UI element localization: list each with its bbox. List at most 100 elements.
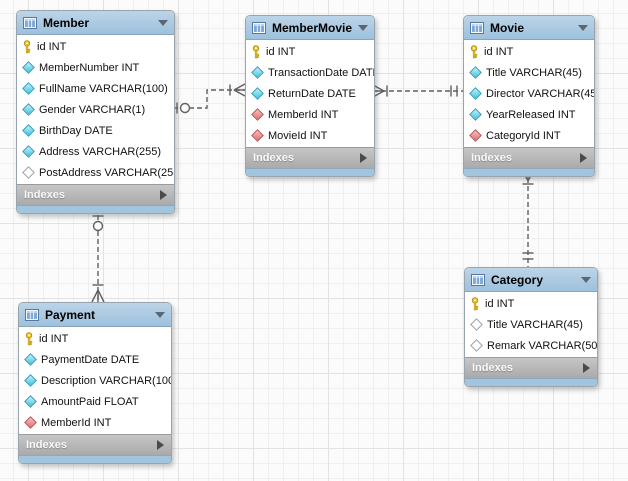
- column-row[interactable]: id INT: [464, 41, 594, 62]
- collapse-arrow-icon[interactable]: [578, 24, 588, 31]
- column-label: MovieId INT: [268, 129, 328, 142]
- relationship-member-to-payment[interactable]: [91, 207, 105, 303]
- column-row[interactable]: BirthDay DATE: [17, 120, 174, 141]
- column-row[interactable]: AmountPaid FLOAT: [19, 391, 171, 412]
- indexes-row[interactable]: Indexes: [464, 147, 594, 168]
- column-row[interactable]: Title VARCHAR(45): [465, 314, 597, 335]
- column-label: Remark VARCHAR(500): [487, 339, 598, 352]
- column-row[interactable]: Address VARCHAR(255): [17, 141, 174, 162]
- primary-key-icon: [22, 39, 33, 54]
- column-row[interactable]: id INT: [19, 328, 171, 349]
- column-icon: [24, 395, 37, 408]
- indexes-label: Indexes: [24, 189, 65, 201]
- expand-arrow-icon[interactable]: [160, 190, 167, 200]
- column-row[interactable]: Title VARCHAR(45): [464, 62, 594, 83]
- column-row[interactable]: MemberId INT: [19, 412, 171, 433]
- column-label: Gender VARCHAR(1): [39, 103, 146, 116]
- table-header-member[interactable]: Member: [17, 11, 174, 35]
- table-member[interactable]: Member id INT MemberNumber INT FullName …: [16, 10, 175, 214]
- column-label: AmountPaid FLOAT: [41, 395, 139, 408]
- column-label: MemberId INT: [268, 108, 339, 121]
- table-payment[interactable]: Payment id INT PaymentDate DATE Descript…: [18, 302, 172, 464]
- indexes-row[interactable]: Indexes: [17, 184, 174, 205]
- indexes-row[interactable]: Indexes: [19, 434, 171, 455]
- column-label: CategoryId INT: [486, 129, 561, 142]
- table-membermovie[interactable]: MemberMovie id INT TransactionDate DATE …: [245, 15, 375, 177]
- column-label: id INT: [484, 45, 514, 58]
- table-footer: [17, 205, 174, 213]
- column-row[interactable]: PostAddress VARCHAR(255): [17, 162, 174, 183]
- table-movie[interactable]: Movie id INT Title VARCHAR(45) Director …: [463, 15, 595, 177]
- table-title: Category: [491, 272, 544, 287]
- expand-arrow-icon[interactable]: [360, 153, 367, 163]
- column-row[interactable]: FullName VARCHAR(100): [17, 78, 174, 99]
- column-icon: [24, 374, 37, 387]
- column-row[interactable]: id INT: [246, 41, 374, 62]
- column-row[interactable]: Description VARCHAR(100): [19, 370, 171, 391]
- column-row[interactable]: YearReleased INT: [464, 104, 594, 125]
- collapse-arrow-icon[interactable]: [158, 19, 168, 26]
- column-row[interactable]: ReturnDate DATE: [246, 83, 374, 104]
- indexes-row[interactable]: Indexes: [465, 357, 597, 378]
- indexes-row[interactable]: Indexes: [246, 147, 374, 168]
- table-title: Movie: [490, 20, 525, 35]
- relationship-membermovie-to-movie[interactable]: [372, 84, 463, 98]
- collapse-arrow-icon[interactable]: [581, 276, 591, 283]
- expand-arrow-icon[interactable]: [580, 153, 587, 163]
- table-header-membermovie[interactable]: MemberMovie: [246, 16, 374, 40]
- column-row[interactable]: CategoryId INT: [464, 125, 594, 146]
- table-columns: id INT Title VARCHAR(45) Director VARCHA…: [464, 40, 594, 147]
- table-columns: id INT MemberNumber INT FullName VARCHAR…: [17, 35, 174, 184]
- table-header-movie[interactable]: Movie: [464, 16, 594, 40]
- column-row[interactable]: Gender VARCHAR(1): [17, 99, 174, 120]
- table-footer: [19, 455, 171, 463]
- expand-arrow-icon[interactable]: [157, 440, 164, 450]
- table-icon: [471, 273, 485, 286]
- expand-arrow-icon[interactable]: [583, 363, 590, 373]
- foreign-key-icon: [469, 129, 482, 142]
- table-icon: [25, 308, 39, 321]
- column-icon: [22, 124, 35, 137]
- column-label: YearReleased INT: [486, 108, 576, 121]
- table-title: Member: [43, 15, 90, 30]
- table-header-payment[interactable]: Payment: [19, 303, 171, 327]
- table-title: Payment: [45, 307, 96, 322]
- relationship-movie-to-category[interactable]: [521, 169, 535, 267]
- primary-key-icon: [470, 296, 481, 311]
- collapse-arrow-icon[interactable]: [358, 24, 369, 31]
- column-icon: [24, 353, 37, 366]
- nullable-column-icon: [22, 166, 35, 179]
- nullable-column-icon: [470, 339, 483, 352]
- column-row[interactable]: MovieId INT: [246, 125, 374, 146]
- table-header-category[interactable]: Category: [465, 268, 597, 292]
- relationship-member-to-membermovie[interactable]: [173, 83, 246, 114]
- collapse-arrow-icon[interactable]: [155, 311, 165, 318]
- column-label: MemberNumber INT: [39, 61, 140, 74]
- table-footer: [465, 378, 597, 386]
- table-icon: [252, 21, 266, 34]
- column-row[interactable]: PaymentDate DATE: [19, 349, 171, 370]
- column-row[interactable]: Director VARCHAR(45): [464, 83, 594, 104]
- table-category[interactable]: Category id INT Title VARCHAR(45) Remark…: [464, 267, 598, 387]
- column-row[interactable]: TransactionDate DATE: [246, 62, 374, 83]
- column-icon: [469, 87, 482, 100]
- table-footer: [464, 168, 594, 176]
- indexes-label: Indexes: [26, 439, 67, 451]
- column-row[interactable]: id INT: [17, 36, 174, 57]
- column-label: Address VARCHAR(255): [39, 145, 162, 158]
- column-icon: [251, 87, 264, 100]
- column-icon: [469, 108, 482, 121]
- column-label: PaymentDate DATE: [41, 353, 140, 366]
- column-row[interactable]: MemberNumber INT: [17, 57, 174, 78]
- column-icon: [251, 66, 264, 79]
- column-label: Director VARCHAR(45): [486, 87, 595, 100]
- nullable-column-icon: [470, 318, 483, 331]
- column-label: id INT: [39, 332, 69, 345]
- primary-key-icon: [469, 44, 480, 59]
- column-row[interactable]: id INT: [465, 293, 597, 314]
- primary-key-icon: [24, 331, 35, 346]
- column-label: id INT: [37, 40, 67, 53]
- column-row[interactable]: Remark VARCHAR(500): [465, 335, 597, 356]
- column-row[interactable]: MemberId INT: [246, 104, 374, 125]
